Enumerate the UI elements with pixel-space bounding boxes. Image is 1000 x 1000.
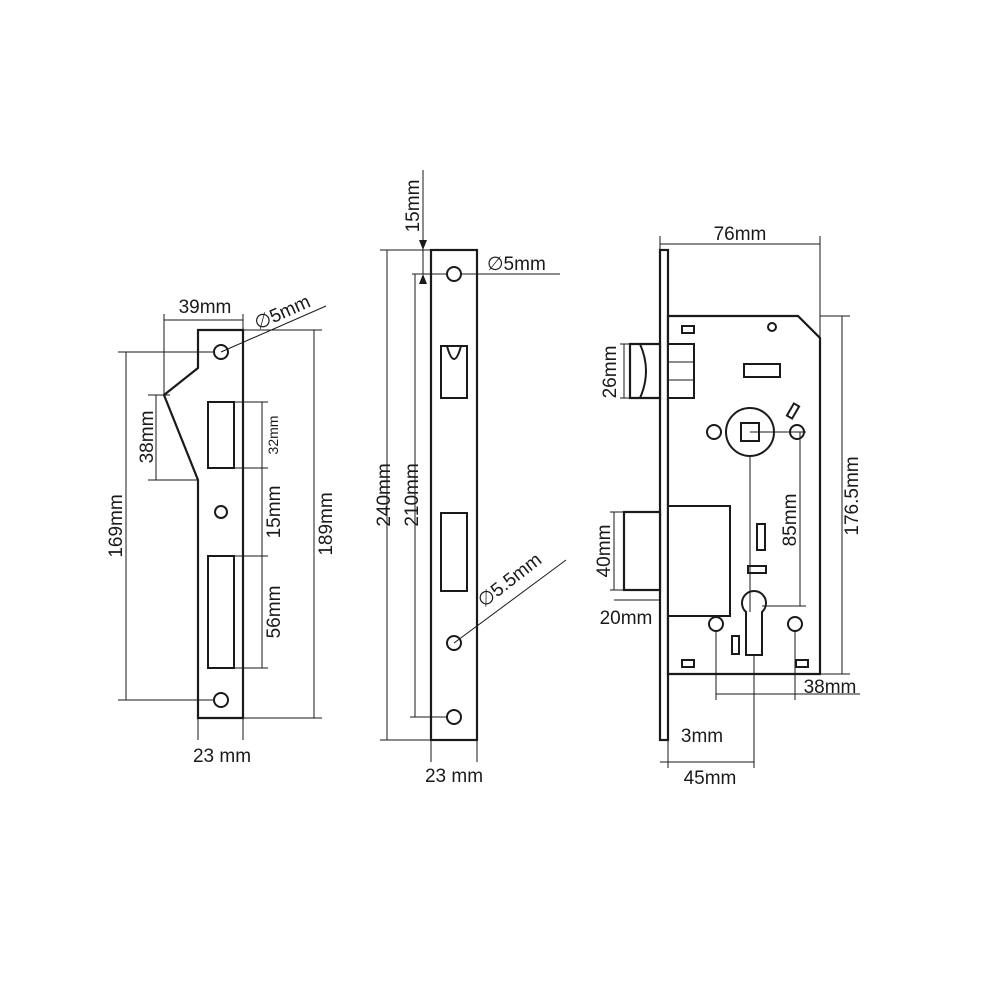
body-faceplate — [658, 248, 670, 742]
body-backset-label: 45mm — [684, 768, 737, 789]
body-height-label: 176.5mm — [842, 456, 863, 535]
face-top-offset-label: 15mm — [403, 180, 424, 233]
case-slot — [681, 659, 695, 668]
deadbolt-opening — [440, 512, 468, 592]
case-slot — [743, 363, 781, 378]
strike-spacing-label: 15mm — [264, 486, 285, 539]
strike-bolt-slot-label: 56mm — [264, 586, 285, 639]
hub-screw-left — [706, 424, 722, 440]
hole-leader — [220, 305, 327, 353]
case-pin — [767, 322, 777, 332]
case-slot — [756, 523, 766, 551]
strike-opening-label: 38mm — [137, 411, 158, 464]
face-length-label: 240mm — [374, 463, 395, 526]
body-faceplate-label: 3mm — [681, 726, 723, 747]
cylinder-screw-left — [708, 616, 724, 632]
body-cylinder-label: 38mm — [804, 677, 857, 698]
face-plate-outline — [429, 248, 479, 742]
lock-body: 76mm 26mm 176.5mm 85mm 40mm 20mm 38mm 3m… — [594, 224, 863, 789]
latch-slot — [207, 401, 235, 469]
strike-hole-span-label: 169mm — [106, 494, 127, 557]
body-center-distance-label: 85mm — [780, 494, 801, 547]
case-slot — [747, 565, 767, 574]
latch-curve — [639, 343, 647, 399]
strike-bottom-hole — [213, 692, 229, 708]
strike-length-label: 189mm — [316, 492, 337, 555]
face-width-label: 23 mm — [425, 766, 483, 787]
face-hole-span-label: 210mm — [402, 463, 423, 526]
case-slot — [795, 659, 809, 668]
body-width-label: 76mm — [714, 224, 767, 245]
deadbolt-slot — [207, 555, 235, 669]
face-bottom-hole — [446, 709, 462, 725]
face-lower-hole-label: ∅5.5mm — [474, 549, 546, 611]
case-slot — [785, 402, 801, 420]
case-slot — [681, 325, 695, 334]
body-deadbolt-label: 40mm — [594, 525, 615, 578]
arrow-up — [419, 274, 427, 284]
arrow-down — [419, 240, 427, 250]
face-plate: 15mm ∅5mm 240mm 210mm ∅5.5mm 23 mm — [374, 170, 567, 787]
strike-hole-label: ∅5mm — [251, 291, 313, 334]
latch-opening — [440, 345, 468, 399]
cylinder-screw-right — [787, 616, 803, 632]
strike-plate: 39mm ∅5mm 38mm 32mm 15mm 56mm 169mm 189m… — [106, 291, 337, 767]
face-top-hole — [446, 266, 462, 282]
face-hole-label: ∅5mm — [487, 254, 546, 275]
case-slot — [731, 635, 740, 655]
strike-latch-slot-label: 32mm — [265, 416, 281, 455]
cylinder-profile — [741, 590, 767, 656]
lower-hole-leader — [453, 559, 567, 644]
body-latch-label: 26mm — [600, 346, 621, 399]
strike-middle-hole — [214, 505, 228, 519]
deadbolt-housing — [667, 505, 731, 617]
latch-housing — [667, 343, 695, 399]
strike-width-label: 39mm — [179, 297, 232, 318]
deadbolt — [622, 510, 662, 592]
body-throw-label: 20mm — [600, 608, 653, 629]
strike-bottom-width-label: 23 mm — [193, 746, 251, 767]
